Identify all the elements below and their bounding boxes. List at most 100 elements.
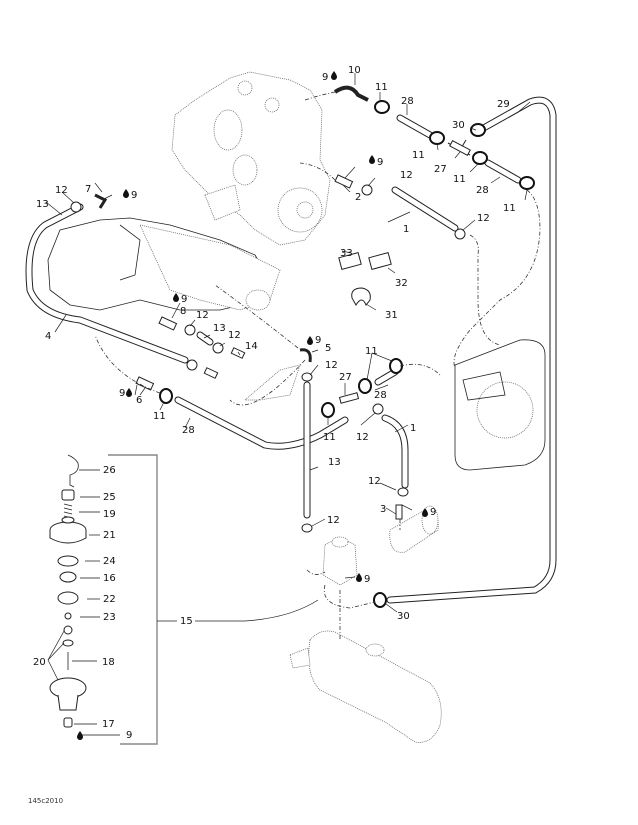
callout-11: 11 [365, 346, 378, 357]
drop-icon [369, 155, 375, 164]
callout-32: 32 [395, 278, 408, 289]
callout-9: 9 [126, 730, 132, 741]
callout-33: 33 [340, 248, 353, 259]
callout-11: 11 [503, 203, 516, 214]
callout-30: 30 [452, 120, 465, 131]
callout-12: 12 [325, 360, 338, 371]
callout-31: 31 [385, 310, 398, 321]
callout-18: 18 [102, 657, 115, 668]
hose-28-long [174, 396, 349, 450]
callout-12: 12 [55, 185, 68, 196]
callout-12: 12 [477, 213, 490, 224]
callout-28: 28 [374, 390, 387, 401]
callout-12: 12 [228, 330, 241, 341]
callout-12: 12 [327, 515, 340, 526]
callout-7: 7 [85, 184, 91, 195]
callout-3: 3 [380, 504, 386, 515]
jet-pump-housing [454, 339, 546, 471]
callout-9: 9 [131, 190, 137, 201]
callout-4: 4 [45, 331, 51, 342]
callout-1: 1 [410, 423, 416, 434]
assembly-bracket-15 [108, 454, 158, 745]
callout-11: 11 [323, 432, 336, 443]
vent-reservoir [322, 536, 358, 586]
callout-28: 28 [182, 425, 195, 436]
callout-12: 12 [356, 432, 369, 443]
check-valve-assembly [49, 454, 87, 728]
callout-9: 9 [364, 574, 370, 585]
drop-icon [307, 336, 313, 345]
ear-clamps-12 [70, 184, 466, 533]
callout-15: 15 [180, 616, 193, 627]
callout-9: 9 [430, 507, 436, 518]
callout-12: 12 [400, 170, 413, 181]
callout-13: 13 [328, 457, 341, 468]
clip-32 [368, 252, 392, 270]
callout-22: 22 [103, 594, 116, 605]
callout-19: 19 [103, 509, 116, 520]
callout-27: 27 [434, 164, 447, 175]
callout-6: 6 [136, 395, 142, 406]
callout-labels: 9 10 11 28 29 30 11 27 11 28 11 9 2 12 1… [28, 65, 516, 805]
callout-27: 27 [339, 372, 352, 383]
tee-fitting-27-top [447, 139, 471, 157]
flow-lines [94, 91, 541, 640]
callout-28: 28 [401, 96, 414, 107]
fitting-2 [334, 174, 354, 189]
callout-9: 9 [181, 294, 187, 305]
callout-25: 25 [103, 492, 116, 503]
callout-9: 9 [377, 157, 383, 168]
drop-icon [331, 71, 337, 80]
callout-10: 10 [348, 65, 361, 76]
drop-icon [77, 731, 83, 740]
callout-13: 13 [213, 323, 226, 334]
fitting-6 [135, 376, 155, 391]
fitting-14b [203, 367, 219, 379]
drop-icon [123, 189, 129, 198]
callout-11: 11 [412, 150, 425, 161]
elbow-fitting-10 [333, 85, 369, 102]
callout-1: 1 [403, 224, 409, 235]
callout-8: 8 [180, 306, 186, 317]
clip-31 [351, 287, 371, 306]
fitting-3 [395, 504, 403, 520]
callout-11: 11 [375, 82, 388, 93]
callout-20: 20 [33, 657, 46, 668]
drop-icon [356, 573, 362, 582]
callout-5: 5 [325, 343, 331, 354]
callout-9: 9 [315, 335, 321, 346]
sealant-drop-icons [77, 71, 428, 740]
callout-29: 29 [497, 99, 510, 110]
callout-11: 11 [153, 411, 166, 422]
callout-23: 23 [103, 612, 116, 623]
callout-30: 30 [397, 611, 410, 622]
water-box-exhaust [47, 217, 281, 311]
fitting-8 [158, 316, 178, 331]
callout-17: 17 [102, 719, 115, 730]
mounting-bracket [244, 364, 301, 401]
fitting-14a [230, 347, 246, 359]
callout-12: 12 [196, 310, 209, 321]
muffler [289, 630, 442, 743]
clamps [159, 100, 535, 608]
callout-9: 9 [119, 388, 125, 399]
callout-24: 24 [103, 556, 116, 567]
drop-icon [173, 293, 179, 302]
callout-9: 9 [322, 72, 328, 83]
callout-28: 28 [476, 185, 489, 196]
callout-2: 2 [355, 192, 361, 203]
clip-33 [338, 252, 362, 270]
elbow-fitting-7 [94, 193, 108, 209]
drop-icon [126, 388, 132, 397]
figure-reference-code: 145c2010 [28, 797, 63, 805]
callout-21: 21 [103, 530, 116, 541]
callout-12: 12 [368, 476, 381, 487]
callout-14: 14 [245, 341, 258, 352]
callout-26: 26 [103, 465, 116, 476]
engine-block [171, 71, 331, 246]
elbow-fitting-5 [299, 348, 312, 363]
callout-11: 11 [453, 174, 466, 185]
callout-16: 16 [103, 573, 116, 584]
callout-13: 13 [36, 199, 49, 210]
